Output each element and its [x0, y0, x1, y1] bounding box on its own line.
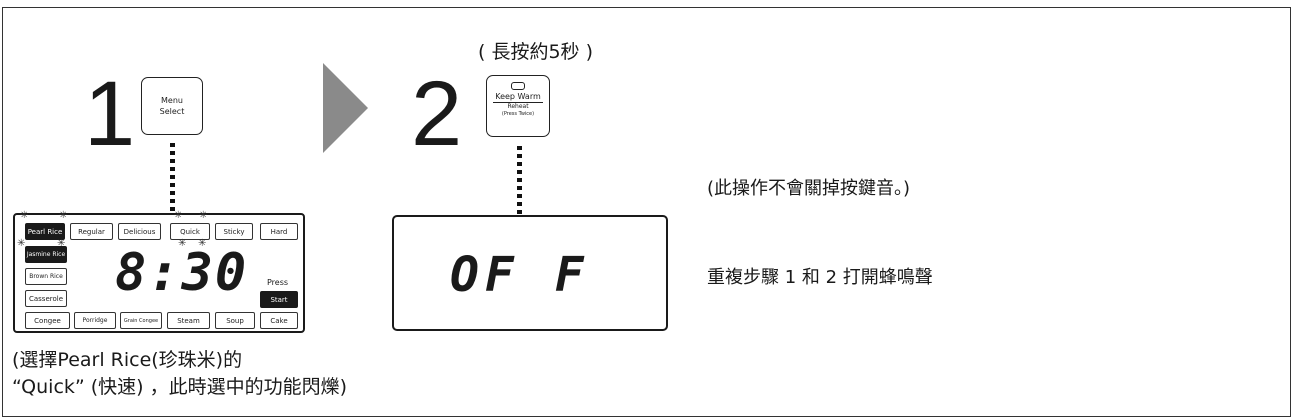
regular-button[interactable]: Regular [70, 223, 113, 240]
cake-button[interactable]: Cake [260, 312, 298, 329]
menu-select-label-1: Menu [161, 96, 183, 105]
casserole-button[interactable]: Casserole [25, 290, 67, 307]
step-2-dotted-connector [517, 146, 522, 214]
start-button[interactable]: Start [260, 291, 298, 308]
led-indicator-icon [511, 82, 525, 90]
off-display-text: OF F [450, 247, 590, 303]
soup-button[interactable]: Soup [215, 312, 255, 329]
flash-spark-icon: ✳ [198, 238, 207, 249]
diagram-frame [2, 7, 1291, 417]
step-2-number: 2 [411, 63, 463, 165]
press-label: Press [267, 278, 289, 287]
next-step-arrow [323, 63, 368, 153]
buzzer-note: (此操作不會關掉按鍵音。) [707, 178, 911, 199]
press-twice-label: (Press Twice) [501, 111, 535, 117]
flash-spark-icon: ✳ [178, 238, 187, 249]
brown-rice-button[interactable]: Brown Rice [25, 268, 67, 285]
long-press-note: ( 長按約5秒 ) [478, 41, 593, 63]
off-display: OF F [392, 215, 668, 331]
flash-spark-icon: ✳ [59, 210, 68, 221]
flash-spark-icon: ✳ [57, 238, 66, 249]
control-panel: Pearl Rice Regular Delicious Quick Stick… [13, 210, 305, 333]
flash-spark-icon: ✳ [20, 210, 29, 221]
quick-button[interactable]: Quick [170, 223, 210, 240]
step-1-number: 1 [84, 63, 136, 165]
congee-button[interactable]: Congee [25, 312, 70, 329]
flash-spark-icon: ✳ [17, 238, 26, 249]
keep-warm-label: Keep Warm [493, 92, 543, 103]
porridge-button[interactable]: Porridge [74, 312, 116, 329]
menu-select-label-2: Select [159, 107, 185, 116]
steam-button[interactable]: Steam [167, 312, 210, 329]
caption-line-1: (選擇Pearl Rice(珍珠米)的 [12, 349, 243, 371]
jasmine-rice-button[interactable]: Jasmine Rice [25, 246, 67, 263]
reheat-label: Reheat [507, 103, 529, 110]
pearl-rice-button[interactable]: Pearl Rice [25, 223, 65, 240]
keep-warm-button[interactable]: Keep Warm Reheat (Press Twice) [486, 75, 550, 137]
step-1-dotted-connector [170, 143, 175, 213]
repeat-steps-note: 重複步驟 1 和 2 打開蜂鳴聲 [707, 267, 933, 288]
hard-button[interactable]: Hard [260, 223, 298, 240]
sticky-button[interactable]: Sticky [215, 223, 253, 240]
menu-select-button[interactable]: Menu Select [141, 77, 203, 135]
flash-spark-icon: ✳ [174, 210, 183, 221]
flash-spark-icon: ✳ [199, 210, 208, 221]
grain-congee-button[interactable]: Grain Congee [120, 312, 162, 329]
time-display: 8:30 [115, 243, 249, 303]
caption-line-2: “Quick” (快速) ，此時選中的功能閃爍) [12, 376, 348, 398]
delicious-button[interactable]: Delicious [118, 223, 161, 240]
